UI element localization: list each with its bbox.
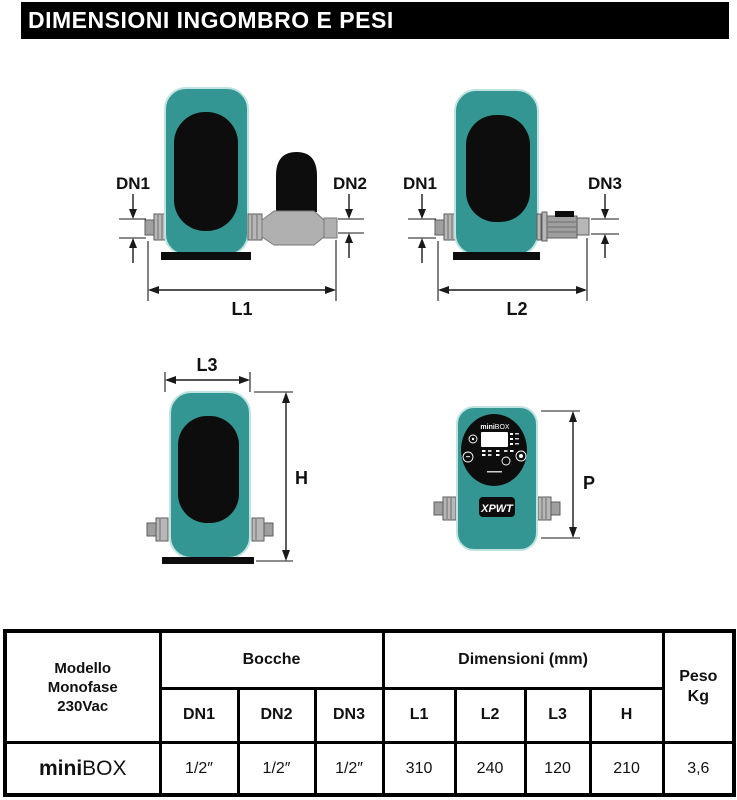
model-name-bold: mini: [38, 756, 83, 780]
h-label: H: [295, 468, 308, 488]
bocche-header-cell: Bocche: [158, 629, 385, 690]
dn1-header-cell: DN1: [158, 686, 240, 744]
outlet-fitting: [247, 213, 263, 241]
table-row: miniBOX 1/2″ 1/2″ 1/2″ 310 240 120 210 3…: [3, 741, 736, 797]
base-plate: [161, 252, 251, 260]
valve-cap: [555, 211, 574, 217]
table-sub-header-row: DN1 DN2 DN3 L1 L2 L3 H: [5, 686, 734, 744]
panel-brand-rest: BOX: [495, 424, 510, 431]
page-title: DIMENSIONI INGOMBRO E PESI: [28, 7, 394, 33]
settings-button: [515, 450, 527, 462]
display-screen: [481, 432, 508, 447]
control-panel: miniBOX: [461, 414, 527, 486]
h-dimension: H: [254, 391, 308, 562]
technical-drawings: DN1 DN2: [116, 87, 622, 564]
dn1-label: DN1: [403, 174, 437, 193]
end-cap: [576, 217, 590, 236]
panel-brand-bold: mini: [480, 424, 494, 431]
pump-window: [466, 115, 530, 222]
menu-button: [462, 451, 474, 463]
l2-label: L2: [506, 299, 527, 319]
union-nut: [247, 213, 263, 241]
diagram-pump-with-tank: DN1 DN2: [116, 87, 367, 319]
expansion-tank: [276, 152, 317, 212]
dn3-annotation: DN3: [588, 174, 622, 258]
peso-header-cell: Peso Kg: [661, 629, 736, 744]
dn2-value-cell: 1/2″: [236, 741, 317, 797]
right-fitting: [251, 517, 274, 542]
table-group-header-row: Modello Monofase 230Vac Bocche Dimension…: [3, 629, 736, 744]
base-plate: [453, 252, 540, 260]
left-fitting: [433, 496, 457, 521]
dimensioni-header-cell: Dimensioni (mm): [381, 629, 665, 690]
pump-window: [174, 112, 238, 231]
l2-value-cell: 240: [453, 741, 527, 797]
valve-body: [261, 210, 325, 246]
dn1-annotation: DN1: [403, 174, 437, 263]
dn3-label: DN3: [588, 174, 622, 193]
l1-header-cell: L1: [381, 686, 457, 744]
panel-brand: miniBOX: [480, 424, 510, 431]
h-header-cell: H: [588, 686, 665, 744]
dimensions-table: Modello Monofase 230Vac Bocche Dimension…: [3, 629, 737, 797]
diagram-pump-with-valve: DN1 DN3: [403, 89, 622, 319]
power-button: [468, 434, 478, 444]
model-name-rest: BOX: [82, 756, 127, 780]
l1-dimension: L1: [147, 240, 337, 319]
l1-value-cell: 310: [381, 741, 457, 797]
dn1-label: DN1: [116, 174, 150, 193]
down-button: [501, 456, 511, 466]
status-led-row: [482, 450, 514, 456]
device-brand-label: XPWT: [480, 503, 514, 515]
pump-window: [178, 416, 239, 523]
dn3-header-cell: DN3: [313, 686, 385, 744]
diagram-front: miniBOX: [433, 406, 595, 551]
peso-value-cell: 3,6: [661, 741, 736, 797]
right-fitting: [537, 496, 561, 521]
dn1-value-cell: 1/2″: [158, 741, 240, 797]
inlet-fitting-dn1: [434, 213, 458, 241]
left-fitting: [146, 517, 169, 542]
outlet-pipe: [323, 217, 338, 239]
l2-header-cell: L2: [453, 686, 527, 744]
outlet-assembly-dn3: [536, 211, 590, 242]
p-dimension: P: [541, 410, 595, 539]
brand-plate: XPWT: [479, 497, 515, 517]
dn3-value-cell: 1/2″: [313, 741, 385, 797]
model-name-cell: miniBOX: [3, 741, 162, 797]
p-label: P: [583, 473, 595, 493]
l3-label: L3: [196, 355, 217, 375]
tank-stem: [286, 200, 307, 213]
l3-header-cell: L3: [523, 686, 592, 744]
dn1-annotation: DN1: [116, 174, 150, 263]
display-led-indicators: [510, 433, 519, 445]
title-bar: DIMENSIONI INGOMBRO E PESI: [21, 2, 729, 39]
diagram-profile: L3: [146, 355, 308, 564]
model-header-cell: Modello Monofase 230Vac: [3, 629, 162, 744]
inlet-fitting-dn1: [144, 213, 168, 241]
dn2-label: DN2: [333, 174, 367, 193]
h-value-cell: 210: [588, 741, 665, 797]
dn2-annotation: DN2: [333, 174, 367, 258]
dn2-header-cell: DN2: [236, 686, 317, 744]
panel-face: [461, 414, 527, 486]
l2-dimension: L2: [437, 238, 588, 319]
l3-dimension: L3: [164, 355, 251, 392]
l3-value-cell: 120: [523, 741, 592, 797]
l1-label: L1: [231, 299, 252, 319]
panel-footer-mark: [487, 471, 502, 473]
base-plate: [162, 557, 254, 564]
